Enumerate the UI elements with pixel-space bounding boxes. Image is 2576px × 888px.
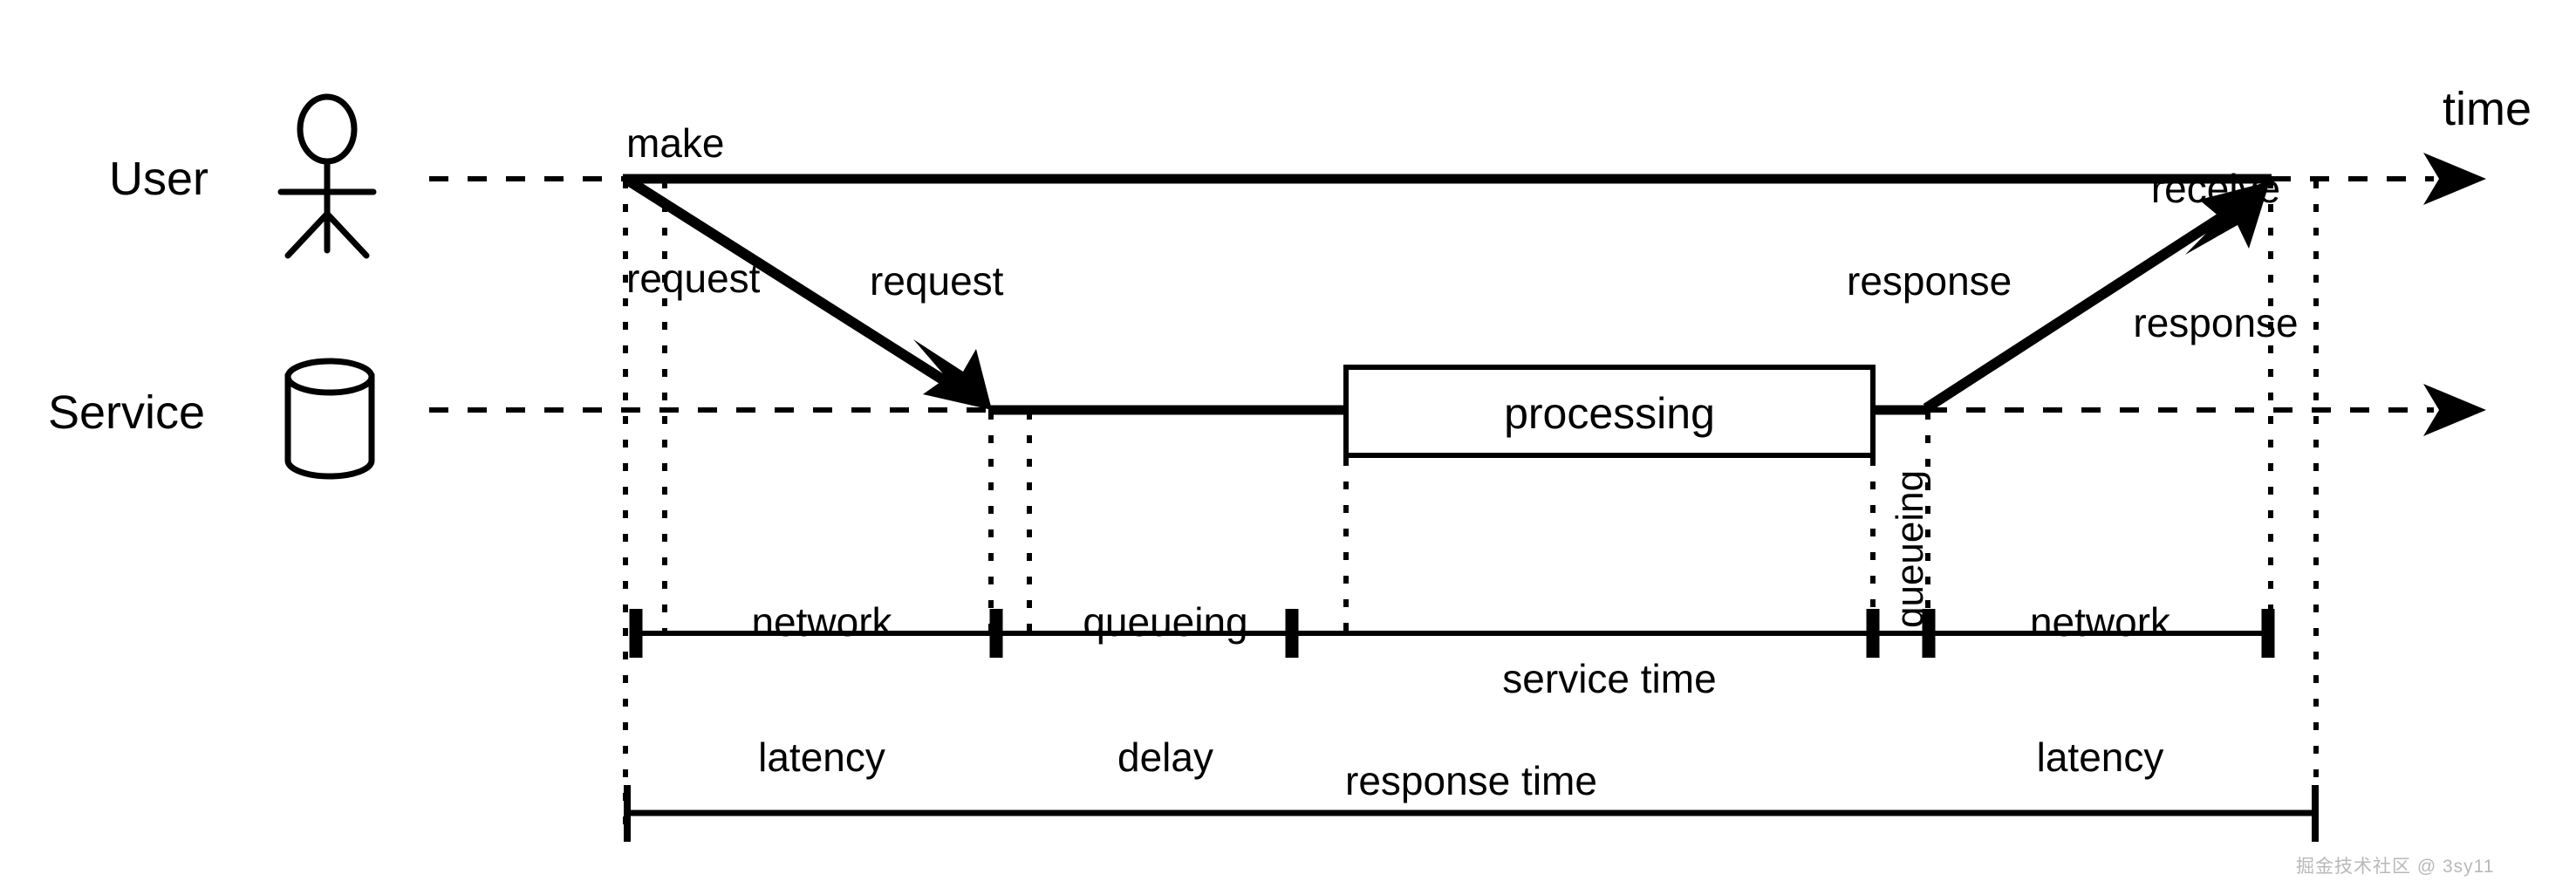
segment-label-network-latency-1: network latency xyxy=(751,599,892,780)
response-time-label: response time xyxy=(1345,758,1597,803)
processing-box-label: processing xyxy=(1504,389,1715,438)
segment-label-network-latency-2: network latency xyxy=(2029,599,2171,780)
message-label-response: response xyxy=(1847,258,2012,304)
database-cylinder-icon xyxy=(284,358,375,480)
time-axis-label: time xyxy=(2443,83,2532,135)
actor-label-service: Service xyxy=(48,386,206,439)
stick-figure-icon xyxy=(277,93,377,259)
request-arrow xyxy=(626,176,992,410)
event-label-make-request: make request xyxy=(626,120,761,301)
segment-measure-bar xyxy=(629,609,2275,658)
segment-label-service-time: service time xyxy=(1502,656,1717,702)
drop-guides xyxy=(623,181,2319,833)
actor-label-user: User xyxy=(109,153,209,205)
event-label-receive-response: receive response xyxy=(2133,165,2299,346)
response-arrow xyxy=(1923,181,2270,413)
processing-box xyxy=(1343,365,1876,458)
message-label-request: request xyxy=(870,258,1004,304)
segment-label-queueing-delay: queueing delay xyxy=(1083,599,1248,780)
response-time-bar xyxy=(624,785,2319,842)
watermark-label: 掘金技术社区 @ 3sy11 xyxy=(2296,857,2495,877)
queueing-vertical-label: queueing xyxy=(1889,469,1931,628)
